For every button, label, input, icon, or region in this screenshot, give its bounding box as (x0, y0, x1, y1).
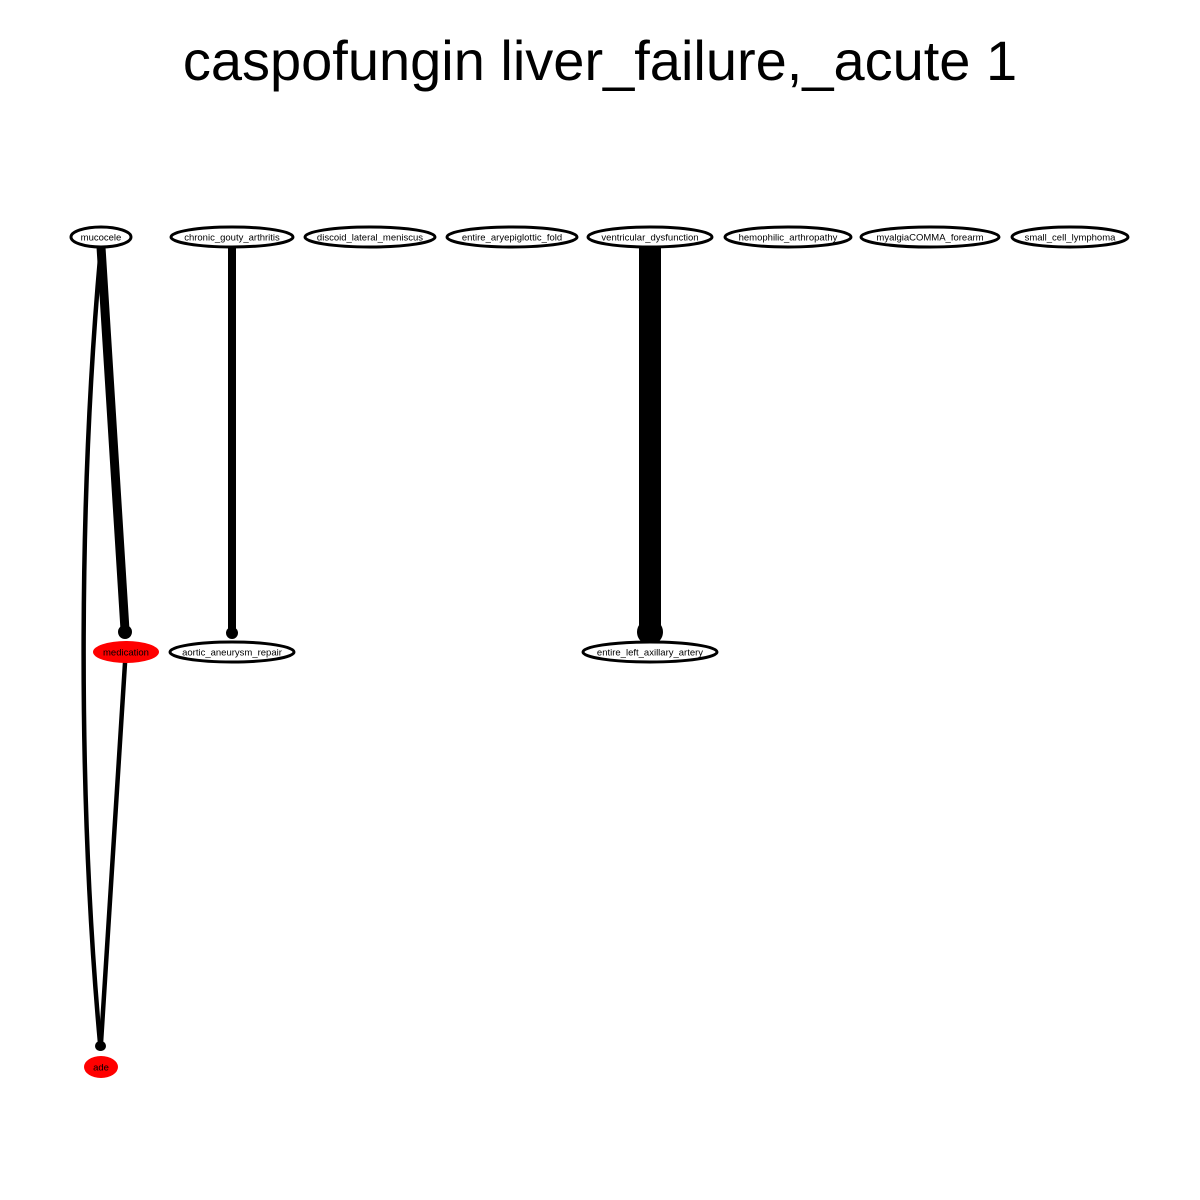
node-label: myalgiaCOMMA_forearm (876, 233, 983, 244)
node-hemophilic_arthropathy: hemophilic_arthropathy (723, 225, 853, 249)
edge-ventricular_dysfunction-to-entire_left_axillary_artery (637, 236, 663, 645)
graph-title: caspofungin liver_failure,_acute 1 (182, 29, 1018, 92)
node-label: entire_left_axillary_artery (597, 648, 703, 659)
edge-arrowhead (118, 625, 132, 639)
edge-line (96, 242, 130, 635)
node-mucocele: mucocele (69, 225, 133, 249)
node-label: ade (93, 1063, 109, 1074)
node-shape (69, 225, 133, 249)
node-shape (581, 640, 719, 664)
node-shape (1010, 225, 1130, 249)
edge-arrowhead (637, 619, 663, 645)
node-aortic_aneurysm_repair: aortic_aneurysm_repair (168, 640, 296, 664)
edge-arrowhead (96, 1041, 106, 1051)
node-shape (445, 225, 579, 249)
node-chronic_gouty_arthritis: chronic_gouty_arthritis (169, 225, 295, 249)
node-ade: ade (84, 1056, 118, 1078)
node-entire_left_axillary_artery: entire_left_axillary_artery (581, 640, 719, 664)
node-label: mucocele (81, 233, 122, 244)
node-shape (93, 641, 159, 663)
edge-medication-to-ade (96, 660, 128, 1051)
node-small_cell_lymphoma: small_cell_lymphoma (1010, 225, 1130, 249)
node-label: discoid_lateral_meniscus (317, 233, 423, 244)
edge-line (98, 660, 128, 1046)
node-medication: medication (93, 641, 159, 663)
node-discoid_lateral_meniscus: discoid_lateral_meniscus (303, 225, 437, 249)
node-label: ventricular_dysfunction (601, 233, 698, 244)
node-entire_aryepiglottic_fold: entire_aryepiglottic_fold (445, 225, 579, 249)
node-ventricular_dysfunction: ventricular_dysfunction (586, 225, 714, 249)
edges-layer (81, 236, 663, 1051)
edge-mucocele-to-medication (96, 242, 132, 639)
node-shape (723, 225, 853, 249)
node-shape (586, 225, 714, 249)
edge-chronic_gouty_arthritis-to-aortic_aneurysm_repair (226, 243, 238, 639)
node-shape (168, 640, 296, 664)
node-label: hemophilic_arthropathy (739, 233, 838, 244)
node-label: small_cell_lymphoma (1025, 233, 1117, 244)
node-label: entire_aryepiglottic_fold (462, 233, 562, 244)
node-label: aortic_aneurysm_repair (182, 648, 282, 659)
node-shape (859, 225, 1001, 249)
node-shape (84, 1056, 118, 1078)
node-shape (169, 225, 295, 249)
edge-arrowhead (226, 627, 238, 639)
node-label: medication (103, 648, 149, 659)
node-myalgiaCOMMA_forearm: myalgiaCOMMA_forearm (859, 225, 1001, 249)
nodes-layer: mucocele chronic_gouty_arthritis discoid_l… (69, 225, 1130, 1078)
edge-line (81, 244, 104, 1046)
node-shape (303, 225, 437, 249)
node-label: chronic_gouty_arthritis (184, 233, 280, 244)
